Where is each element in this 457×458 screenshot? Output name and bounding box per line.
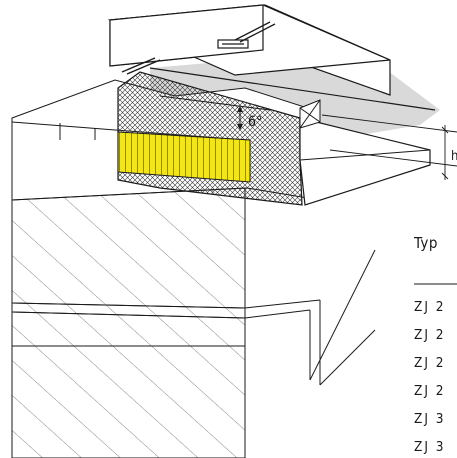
table-row: ZJ 2 (414, 327, 445, 343)
table-row: ZJ 2 (414, 383, 445, 399)
spirit-level (107, 4, 391, 96)
yellow-insulation-strip (117, 131, 251, 183)
table-row: ZJ 3 (414, 411, 445, 427)
angle-indicator: 6° (159, 95, 271, 130)
table-row: ZJ 2 (414, 299, 445, 315)
height-dimension: h (321, 114, 457, 180)
angle-label: 6° (248, 114, 262, 130)
table-row: ZJ 2 (414, 355, 445, 371)
table-header: Typ (413, 234, 438, 252)
type-table: Typ ZJ 2 ZJ 2 ZJ 2 ZJ 2 ZJ 3 ZJ 3 (413, 234, 457, 455)
rails (121, 21, 276, 75)
wall-hatch (11, 187, 246, 458)
table-row: ZJ 3 (414, 439, 445, 455)
dimension-label: h (451, 149, 457, 164)
spacer-block (299, 99, 321, 129)
